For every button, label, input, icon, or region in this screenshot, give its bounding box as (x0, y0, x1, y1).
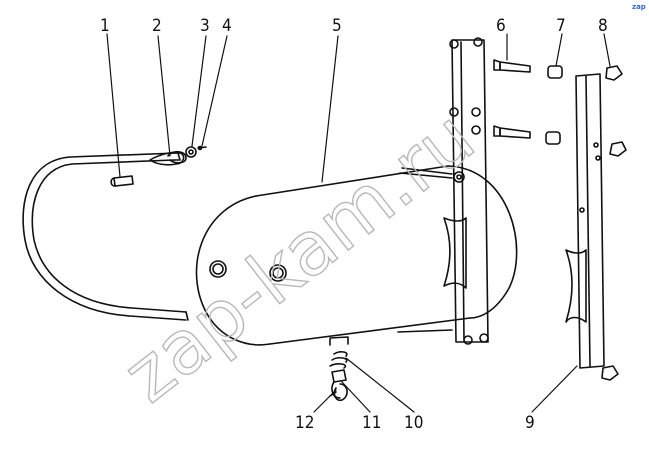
callout-6: 6 (496, 16, 506, 36)
bracket-part-9 (565, 73, 605, 369)
bolts-part-6 (493, 59, 531, 139)
cotter-pin-part-4 (197, 145, 207, 151)
washer-part-3 (185, 146, 197, 158)
clamp-strap (22, 150, 189, 321)
nuts-part-8 (601, 65, 627, 381)
callout-7: 7 (556, 16, 566, 36)
bolt-part-1 (110, 175, 134, 187)
spring-part-10 (329, 351, 348, 369)
callout-8: 8 (598, 16, 608, 36)
callout-3: 3 (200, 16, 210, 36)
callout-10: 10 (404, 413, 423, 433)
bracket-left-upright (443, 37, 489, 345)
callout-4: 4 (222, 16, 232, 36)
callout-11: 11 (362, 413, 381, 433)
callout-2: 2 (152, 16, 162, 36)
corner-mark: zap (632, 3, 646, 11)
leader-lines (106, 33, 611, 413)
callout-5: 5 (332, 16, 342, 36)
tank-part-5 (195, 165, 518, 346)
callout-9: 9 (525, 413, 535, 433)
callout-12: 12 (295, 413, 314, 433)
plug-part-11 (331, 369, 347, 399)
callout-1: 1 (100, 16, 110, 36)
spacers-part-7 (545, 65, 563, 145)
eyelet-part-2 (149, 151, 185, 166)
watermark-text: zap-kam.ru (108, 94, 490, 419)
